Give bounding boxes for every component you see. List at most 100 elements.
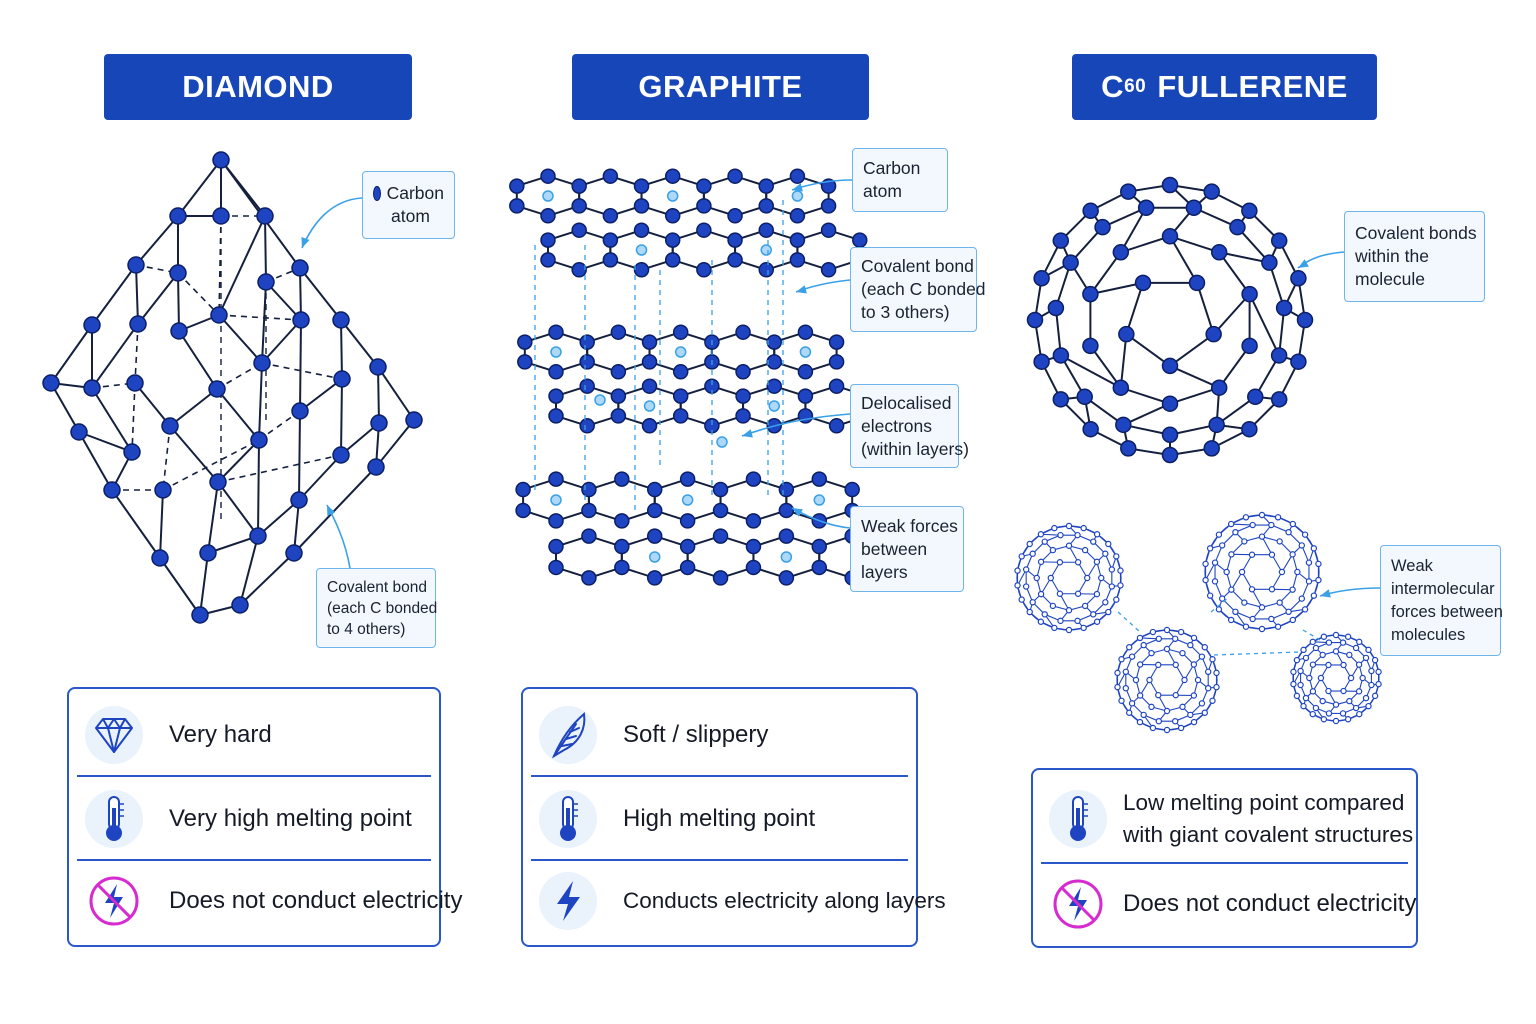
graphite-layer-middle-atom xyxy=(610,324,627,340)
small-fullerene-4-atom xyxy=(1332,717,1340,725)
graphite-layer-middle-atom xyxy=(797,324,814,340)
small-fullerene-1-atom xyxy=(1105,540,1112,548)
graphite-layer-top-atom xyxy=(789,208,806,224)
small-fullerene-4-atom xyxy=(1332,631,1340,639)
delocalised-electron xyxy=(760,244,772,256)
small-fullerene-1-atom xyxy=(1026,540,1033,548)
small-fullerene-4-atom xyxy=(1340,687,1347,695)
callout-arrow-head xyxy=(742,429,753,438)
graphite-layer-bottom-atom xyxy=(679,471,696,487)
callout-line: (each C bonded xyxy=(327,599,438,617)
diamond-bond xyxy=(169,388,218,427)
small-fullerene-3-atom xyxy=(1149,724,1157,732)
diamond-carbon-atom xyxy=(291,259,309,277)
small-fullerene-3-atom xyxy=(1128,653,1136,660)
small-fullerene-1-atom xyxy=(1041,538,1048,545)
graphite-layer-top-atom xyxy=(758,222,774,238)
fullerene-large-atom xyxy=(1241,285,1258,303)
small-fullerene-2-atom xyxy=(1211,559,1219,566)
small-fullerene-2-atom xyxy=(1241,599,1248,606)
graphite-layer-top-atom xyxy=(602,208,619,224)
graphite-layer-bottom-atom xyxy=(646,570,663,586)
small-fullerene-4-atom xyxy=(1302,694,1310,702)
fullerene-large-atom xyxy=(1137,199,1155,217)
diamond-gem-icon xyxy=(85,706,143,764)
callout-arrow-head xyxy=(792,183,803,192)
diamond-bond xyxy=(340,378,343,456)
small-fullerene-1-atom xyxy=(1033,574,1040,582)
small-fullerene-1-atom xyxy=(1065,607,1073,614)
diamond-carbon-atom xyxy=(332,311,350,329)
small-fullerene-1-atom xyxy=(1037,531,1045,538)
fullerene-large-atom xyxy=(1120,440,1137,457)
graphite-layer-middle-atom xyxy=(610,364,627,380)
small-fullerene-3-atom xyxy=(1171,717,1179,725)
diamond-bond xyxy=(134,382,171,427)
small-fullerene-1-atom xyxy=(1056,559,1064,566)
small-fullerene-4-atom xyxy=(1290,668,1297,676)
diamond-bond xyxy=(377,366,415,421)
graphite-layer-middle-atom xyxy=(672,364,689,380)
diamond-carbon-atom xyxy=(209,473,227,491)
graphite-layer-middle-atom xyxy=(548,364,564,380)
small-fullerene-2-atom xyxy=(1223,568,1230,576)
diamond-bond xyxy=(299,378,343,412)
small-fullerene-1-atom xyxy=(1113,553,1120,560)
small-fullerene-3-atom xyxy=(1201,709,1208,716)
small-fullerene-2-atom xyxy=(1276,538,1283,545)
diamond-carbon-atom xyxy=(333,370,351,388)
callout-line: within the xyxy=(1355,246,1429,266)
diamond-carbon-atom xyxy=(370,414,388,432)
fullerene-large-atom xyxy=(1161,228,1179,245)
fullerene-title-prefix: C xyxy=(1101,69,1125,104)
small-fullerene-3-atom xyxy=(1149,628,1157,636)
small-fullerene-3-atom xyxy=(1177,724,1185,732)
small-fullerene-3-atom xyxy=(1187,711,1194,719)
diamond-hidden-bond xyxy=(258,410,301,441)
small-fullerene-1-atom xyxy=(1057,531,1064,539)
diamond-hidden-bond xyxy=(217,454,342,483)
callout-line: electrons xyxy=(861,415,933,436)
small-fullerene-3-atom xyxy=(1140,711,1147,719)
small-fullerene-3-atom xyxy=(1118,656,1125,663)
fullerene-large-atom xyxy=(1120,183,1137,200)
delocalised-electron xyxy=(550,346,562,358)
small-fullerene-3-atom xyxy=(1194,676,1202,684)
diamond-carbon-atom xyxy=(103,481,121,499)
fullerene-large-bond xyxy=(1169,235,1198,284)
callout-arrow xyxy=(301,197,363,249)
small-fullerene-4-atom xyxy=(1325,710,1333,717)
small-fullerene-2-bond xyxy=(1231,523,1253,526)
small-fullerene-4-atom xyxy=(1346,697,1353,705)
small-fullerene-2-atom xyxy=(1276,599,1283,606)
graphite-layer-bottom-atom xyxy=(679,559,696,576)
callout-diamond-covalent-bond: Covalent bond (each C bonded to 4 others… xyxy=(316,568,438,648)
diamond-bond xyxy=(218,314,263,364)
diamond-bond xyxy=(207,535,259,554)
small-fullerene-3-atom xyxy=(1177,628,1185,636)
delocalised-electron xyxy=(635,244,648,256)
intermolecular-force-line xyxy=(1213,651,1301,656)
callout-graphite-covalent-bond: Covalent bond (each C bonded to 3 others… xyxy=(850,247,986,332)
callout-arrow-head xyxy=(1320,589,1331,598)
delocalised-electron xyxy=(791,190,804,202)
callout-line: Covalent bond xyxy=(861,256,974,276)
graphite-layer-middle-atom xyxy=(548,324,564,340)
small-fullerene-3-atom xyxy=(1155,717,1163,725)
small-fullerene-4-atom xyxy=(1356,710,1363,718)
thermometer-icon xyxy=(85,790,143,848)
small-fullerene-3-atom xyxy=(1155,661,1162,669)
fullerene-large-bond xyxy=(1090,281,1144,296)
graphite-layer-top-atom xyxy=(820,262,837,278)
small-fullerene-4-atom xyxy=(1306,674,1313,682)
small-fullerene-2-atom xyxy=(1289,520,1297,528)
diamond-carbon-atom xyxy=(212,207,230,225)
fullerene-large-atom xyxy=(1188,274,1206,292)
callout-line: Carbon xyxy=(386,183,444,203)
small-fullerene-2-bond xyxy=(1281,554,1294,573)
fullerene-large-bond xyxy=(1218,251,1270,264)
small-fullerene-1-atom xyxy=(1080,524,1087,532)
graphite-layer-middle-atom xyxy=(641,418,658,434)
graphite-layer-top-atom xyxy=(602,232,619,248)
